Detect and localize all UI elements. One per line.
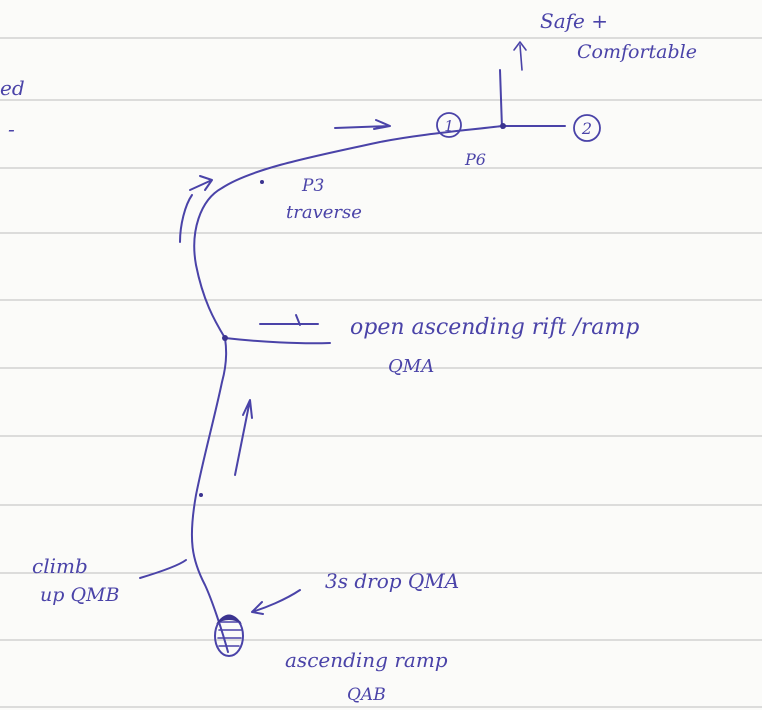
direction-arrow-icon bbox=[189, 175, 213, 191]
climb-up-arrow-icon bbox=[234, 399, 253, 476]
drop-label: 3s drop QMA bbox=[325, 569, 459, 593]
node-dot bbox=[222, 335, 228, 341]
rift-arrow-icon bbox=[259, 314, 319, 326]
climb-code: up QMB bbox=[40, 584, 119, 606]
right-arrow-icon bbox=[334, 119, 391, 130]
comfortable-label: Comfortable bbox=[577, 41, 697, 63]
node-dot bbox=[199, 493, 203, 497]
node-dot bbox=[500, 123, 506, 129]
left-edge-dash: - bbox=[8, 117, 15, 141]
climb-label: climb bbox=[32, 554, 88, 578]
traverse-label: traverse bbox=[286, 202, 362, 223]
safe-branch-line bbox=[499, 69, 503, 129]
station-2-circle bbox=[573, 114, 601, 142]
rift-branch-line bbox=[224, 337, 331, 345]
drop-arrow-icon bbox=[251, 589, 301, 615]
main-passage-line bbox=[190, 125, 566, 653]
p3-label: P3 bbox=[301, 176, 324, 196]
curve-arrow-icon bbox=[179, 194, 193, 243]
open-rift-label: open ascending rift /ramp bbox=[350, 315, 639, 340]
drop-shaft-hatch bbox=[217, 621, 242, 647]
open-rift-code: QMA bbox=[388, 356, 434, 377]
drop-shaft-top bbox=[216, 614, 242, 624]
up-arrow-icon bbox=[513, 41, 527, 71]
p6-label: P6 bbox=[464, 150, 486, 169]
left-edge-text: ed bbox=[0, 76, 25, 100]
climb-branch-line bbox=[139, 559, 187, 579]
ascending-ramp-label: ascending ramp bbox=[285, 648, 448, 672]
ruled-lines bbox=[0, 37, 762, 708]
safe-label: Safe + bbox=[540, 9, 608, 33]
station-1-label: 1 bbox=[444, 117, 454, 135]
station-1-circle bbox=[436, 112, 462, 138]
ascending-ramp-code: QAB bbox=[347, 685, 386, 705]
station-2-label: 2 bbox=[581, 119, 592, 138]
node-dot bbox=[260, 180, 264, 184]
